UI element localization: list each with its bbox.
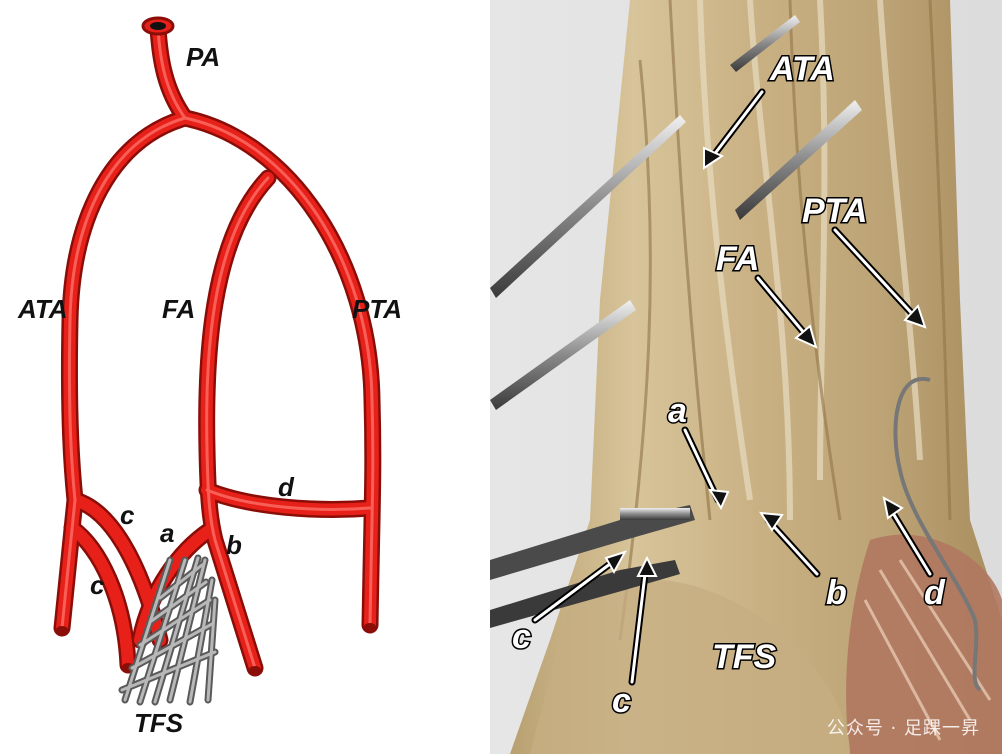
photo-label-pta: PTA (802, 192, 867, 230)
vessel-diagram: PA ATA FA PTA d c a b c TFS (0, 0, 480, 754)
label-ata: ATA (17, 294, 68, 324)
forceps-lower (490, 505, 695, 628)
label-a: a (160, 518, 174, 548)
watermark: 公众号 · 足踝一昇 (826, 718, 980, 739)
label-fa: FA (162, 294, 195, 324)
retractor-hook (893, 376, 982, 692)
vessel-diagram-svg: PA ATA FA PTA d c a b c TFS (17, 16, 402, 738)
photo-label-d: d (924, 574, 946, 612)
label-d: d (278, 472, 295, 502)
label-c-lower: c (90, 570, 105, 600)
photo-label-tfs: TFS (712, 638, 777, 676)
label-tfs: TFS (134, 708, 184, 738)
dissection-photo-svg: ATA PTA FA a b d c TFS c (490, 0, 1002, 754)
photo-label-fa: FA (716, 240, 759, 278)
label-pa: PA (186, 42, 220, 72)
label-c-upper: c (120, 500, 135, 530)
label-pta: PTA (352, 294, 402, 324)
label-b: b (226, 530, 242, 560)
forceps-middle (490, 100, 862, 410)
photo-label-b: b (826, 574, 847, 612)
dissection-photo: ATA PTA FA a b d c TFS c 公众号 · 足踝一昇 (490, 0, 1002, 754)
photo-label-ata: ATA (769, 50, 835, 88)
photo-label-c-left: c (512, 618, 531, 656)
photo-label-a: a (668, 392, 687, 430)
photo-label-c-bottom: c (612, 682, 631, 720)
forceps-top (490, 15, 800, 298)
